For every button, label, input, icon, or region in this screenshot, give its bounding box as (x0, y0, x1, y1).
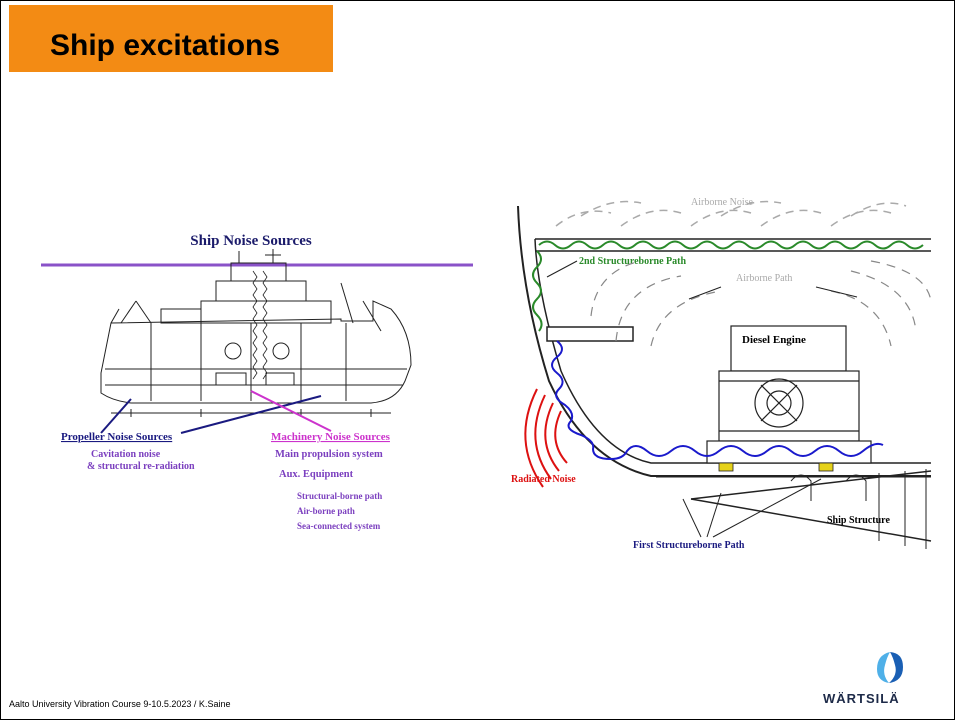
propeller-item-2: & structural re-radiation (87, 461, 195, 472)
path-item-2: Air-borne path (297, 506, 355, 516)
second-structureborne-wave (538, 240, 924, 250)
footer-text: Aalto University Vibration Course 9-10.5… (9, 699, 231, 709)
ship-structure-label: Ship Structure (827, 515, 890, 526)
machinery-pointer-arrow (250, 390, 332, 432)
airborne-path-arrow-right (815, 286, 858, 298)
bottom-line-3 (690, 498, 932, 542)
slide-title: Ship excitations (50, 29, 281, 62)
deck-shelf (546, 326, 634, 342)
diesel-engine-drawing (706, 325, 872, 464)
radiated-noise-arcs (524, 388, 568, 488)
radiated-noise-label: Radiated Noise (511, 474, 576, 485)
propeller-item-1: Cavitation noise (91, 449, 161, 460)
hull-outline (517, 205, 931, 477)
first-path-pointers (682, 478, 822, 538)
airborne-path-label: Airborne Path (736, 273, 792, 284)
path-item-1: Structural-borne path (297, 491, 382, 501)
machinery-item-2: Aux. Equipment (279, 469, 354, 480)
propeller-pointer-arrow-2 (180, 395, 322, 434)
machinery-item-1: Main propulsion system (275, 449, 383, 460)
airborne-noise-arcs (555, 200, 907, 227)
second-path-pointer (546, 260, 578, 278)
machinery-noise-heading: Machinery Noise Sources (271, 431, 391, 443)
first-structureborne-wave (551, 340, 884, 461)
airborne-path-arcs (590, 260, 932, 347)
ship-profile-drawing (100, 249, 412, 417)
wartsila-logo-mark (877, 652, 903, 683)
title-box: Ship excitations (9, 5, 333, 72)
path-item-3: Sea-connected system (297, 521, 381, 531)
diesel-engine-label: Diesel Engine (742, 334, 806, 346)
engine-mounts (718, 462, 834, 472)
deckhouse-hatching (252, 270, 268, 380)
airborne-path-arrow-left (688, 286, 722, 300)
airborne-noise-label: Airborne Noise (691, 197, 753, 208)
wartsila-logo-text: WÄRTSILÄ (823, 691, 900, 706)
structure-frames (790, 469, 927, 549)
second-path-side-wave (532, 250, 543, 332)
second-path-label: 2nd Structureborne Path (579, 256, 686, 267)
propeller-pointer-arrow (100, 398, 132, 434)
first-path-label: First Structureborne Path (633, 540, 745, 551)
left-diagram-heading: Ship Noise Sources (190, 233, 312, 249)
propeller-noise-heading: Propeller Noise Sources (61, 431, 173, 443)
